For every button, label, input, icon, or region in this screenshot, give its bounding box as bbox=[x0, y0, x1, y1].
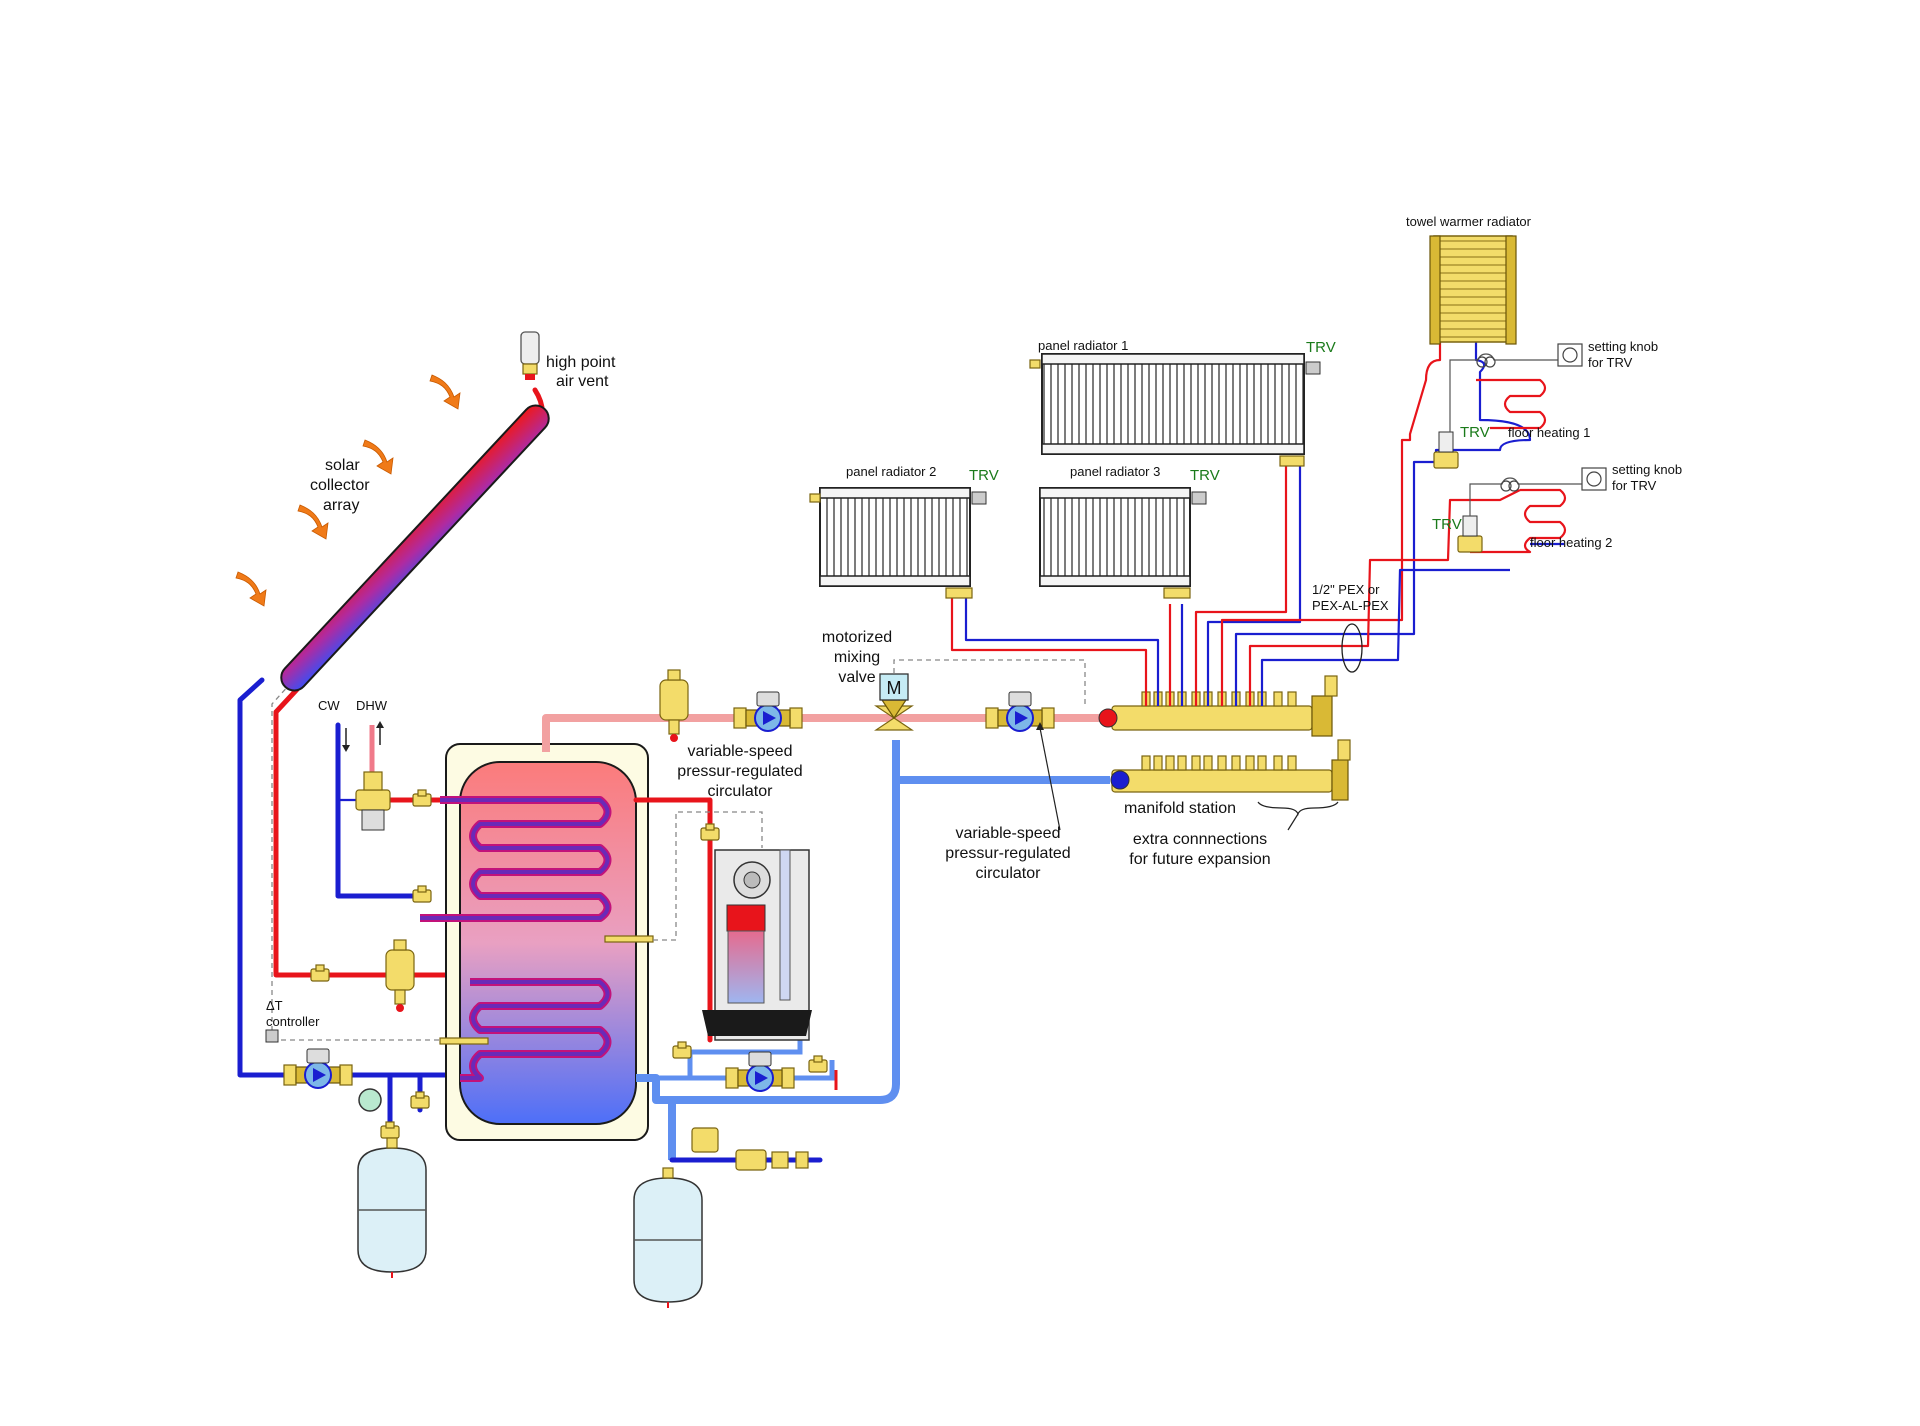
trv-label-radiator-2: TRV bbox=[969, 467, 999, 484]
auxiliary-boiler bbox=[702, 849, 812, 1041]
air-vent-label-2: air vent bbox=[556, 373, 609, 390]
floor-heating-2-label: floor heating 2 bbox=[1530, 535, 1612, 550]
solar-return-fitting bbox=[310, 964, 330, 982]
trv-label-floor-1: TRV bbox=[1460, 424, 1490, 441]
setting-knob-2-label-1: setting knob bbox=[1612, 462, 1682, 477]
manifold-return-port bbox=[1273, 755, 1283, 771]
mixing-label-3: valve bbox=[838, 669, 875, 686]
pressure-gauge-icon bbox=[358, 1088, 382, 1112]
setting-knob-2-label-2: for TRV bbox=[1612, 478, 1657, 493]
thermostatic-mixing-valve bbox=[355, 771, 391, 831]
solar-label-2: collector bbox=[310, 477, 370, 494]
lower-heat-exchanger-coil bbox=[460, 978, 612, 1082]
pex-label-2: PEX-AL-PEX bbox=[1312, 598, 1389, 613]
circulator2-label-2: pressur-regulated bbox=[945, 845, 1070, 862]
manifold-supply-port bbox=[1287, 691, 1297, 707]
boiler-return-fitting bbox=[808, 1055, 828, 1073]
tank-sensor-well-lower bbox=[439, 1037, 489, 1045]
manifold-return-port bbox=[1191, 755, 1201, 771]
solar-label-3: array bbox=[323, 497, 359, 514]
floor-heating-1-trv-valve bbox=[1433, 431, 1459, 469]
manifold-return-port bbox=[1203, 755, 1213, 771]
pex-callout-ellipse bbox=[1341, 623, 1363, 673]
cw-label: CW bbox=[318, 698, 340, 713]
solar-label-1: solar bbox=[325, 457, 360, 474]
manifold-return-port bbox=[1217, 755, 1227, 771]
manifold-return-port bbox=[1245, 755, 1255, 771]
panel-radiator-1 bbox=[1029, 353, 1321, 467]
setting-knob-2 bbox=[1469, 467, 1607, 516]
delta-t-label-1: ΔT bbox=[266, 998, 283, 1013]
setting-knob-1-label-2: for TRV bbox=[1588, 355, 1633, 370]
manifold-return-port bbox=[1257, 755, 1267, 771]
solar-expansion-tank bbox=[357, 1137, 427, 1279]
delta-t-controller-icon bbox=[265, 1029, 279, 1043]
manifold-return-port bbox=[1153, 755, 1163, 771]
mixing-label-2: mixing bbox=[834, 649, 880, 666]
mixing-label-1: motorized bbox=[822, 629, 892, 646]
air-vent-label-1: high point bbox=[546, 354, 616, 371]
boiler-relief-valve bbox=[700, 823, 720, 841]
pex-label-1: 1/2" PEX or bbox=[1312, 582, 1380, 597]
dhw-fitting-top bbox=[412, 789, 432, 807]
circulator1-label-1: variable-speed bbox=[688, 743, 793, 760]
solar-tank-fitting bbox=[380, 1121, 400, 1139]
dhw-label: DHW bbox=[356, 698, 388, 713]
manifold-return-port bbox=[1231, 755, 1241, 771]
mixing-valve-m: M bbox=[887, 678, 902, 698]
towel-warmer-label: towel warmer radiator bbox=[1406, 214, 1532, 229]
manifold-return-port bbox=[1165, 755, 1175, 771]
manifold-supply-port bbox=[1273, 691, 1283, 707]
solar-collector-array bbox=[280, 404, 550, 692]
panel-radiator-2-label: panel radiator 2 bbox=[846, 464, 936, 479]
panel-radiator-2 bbox=[809, 487, 987, 599]
floor-heating-1-label: floor heating 1 bbox=[1508, 425, 1590, 440]
manifold-station bbox=[1098, 675, 1351, 801]
solar-drain-fitting bbox=[410, 1091, 430, 1109]
extra-connections-label-2: for future expansion bbox=[1129, 851, 1270, 868]
boiler-circulator bbox=[725, 1051, 795, 1092]
makeup-water-assembly bbox=[669, 1127, 823, 1171]
manifold-return-port bbox=[1287, 755, 1297, 771]
upper-heat-exchanger-coil bbox=[420, 796, 612, 922]
distribution-air-separator bbox=[659, 669, 689, 743]
panel-radiator-3-label: panel radiator 3 bbox=[1070, 464, 1160, 479]
delta-t-label-2: controller bbox=[266, 1014, 320, 1029]
tank-sensor-well bbox=[604, 935, 654, 943]
solar-circulator bbox=[283, 1048, 353, 1089]
trv-label-radiator-1: TRV bbox=[1306, 339, 1336, 356]
circulator1-label-2: pressur-regulated bbox=[677, 763, 802, 780]
manifold-return-port bbox=[1141, 755, 1151, 771]
towel-warmer-radiator bbox=[1429, 235, 1517, 345]
distribution-expansion-tank bbox=[633, 1167, 703, 1309]
dhw-fitting-bottom bbox=[412, 885, 432, 903]
manifold-ports bbox=[1141, 691, 1297, 771]
manifold-return-port bbox=[1177, 755, 1187, 771]
trv-label-radiator-3: TRV bbox=[1190, 467, 1220, 484]
distribution-circulator-1 bbox=[733, 691, 803, 732]
circulator1-label-3: circulator bbox=[708, 783, 774, 800]
solar-air-separator bbox=[385, 939, 415, 1013]
manifold-station-label: manifold station bbox=[1124, 800, 1236, 817]
panel-radiator-3 bbox=[1039, 487, 1207, 599]
high-point-air-vent bbox=[520, 331, 540, 380]
setting-knob-1-label-1: setting knob bbox=[1588, 339, 1658, 354]
floor-heating-2-trv-valve bbox=[1457, 515, 1483, 553]
extra-connections-label-1: extra connnections bbox=[1133, 831, 1267, 848]
panel-radiator-1-label: panel radiator 1 bbox=[1038, 338, 1128, 353]
circulator2-label-3: circulator bbox=[976, 865, 1042, 882]
pex-tubing bbox=[950, 340, 1567, 706]
setting-knob-1 bbox=[1449, 343, 1583, 432]
circulator2-label-1: variable-speed bbox=[956, 825, 1061, 842]
boiler-fitting bbox=[672, 1041, 692, 1059]
distribution-circulator-2 bbox=[985, 691, 1055, 732]
motorized-mixing-valve: M bbox=[874, 673, 914, 731]
trv-label-floor-2: TRV bbox=[1432, 516, 1462, 533]
